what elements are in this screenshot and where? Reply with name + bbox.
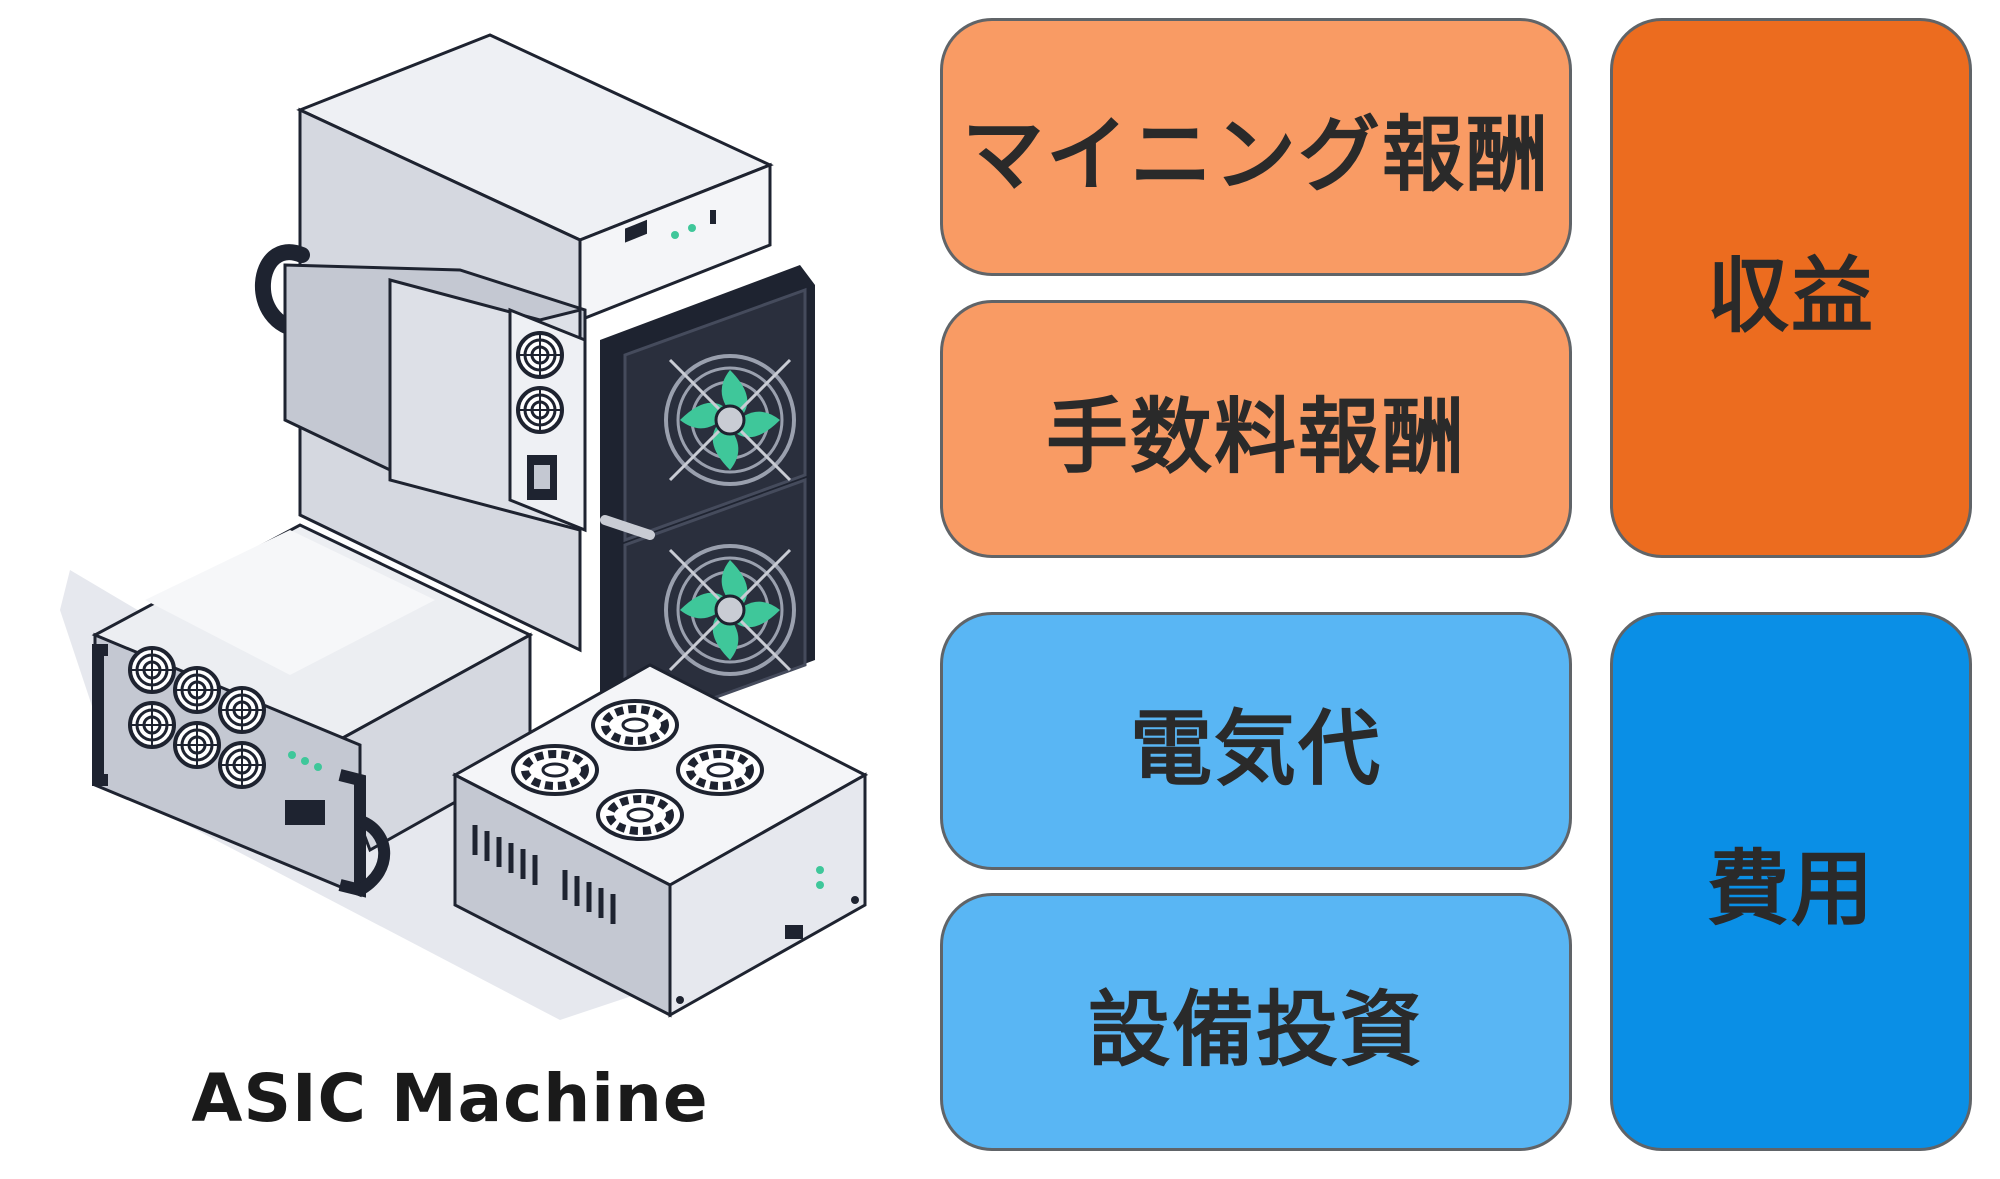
revenue-box: 収益 xyxy=(1610,18,1972,558)
equipment-investment-box: 設備投資 xyxy=(940,893,1572,1151)
mining-reward-box: マイニング報酬 xyxy=(940,18,1572,276)
asic-machine-caption: ASIC Machine xyxy=(191,1060,709,1137)
asic-machine-illustration xyxy=(60,33,869,1020)
fee-reward-box: 手数料報酬 xyxy=(940,300,1572,558)
electricity-cost-box: 電気代 xyxy=(940,612,1572,870)
cost-box: 費用 xyxy=(1610,612,1972,1151)
